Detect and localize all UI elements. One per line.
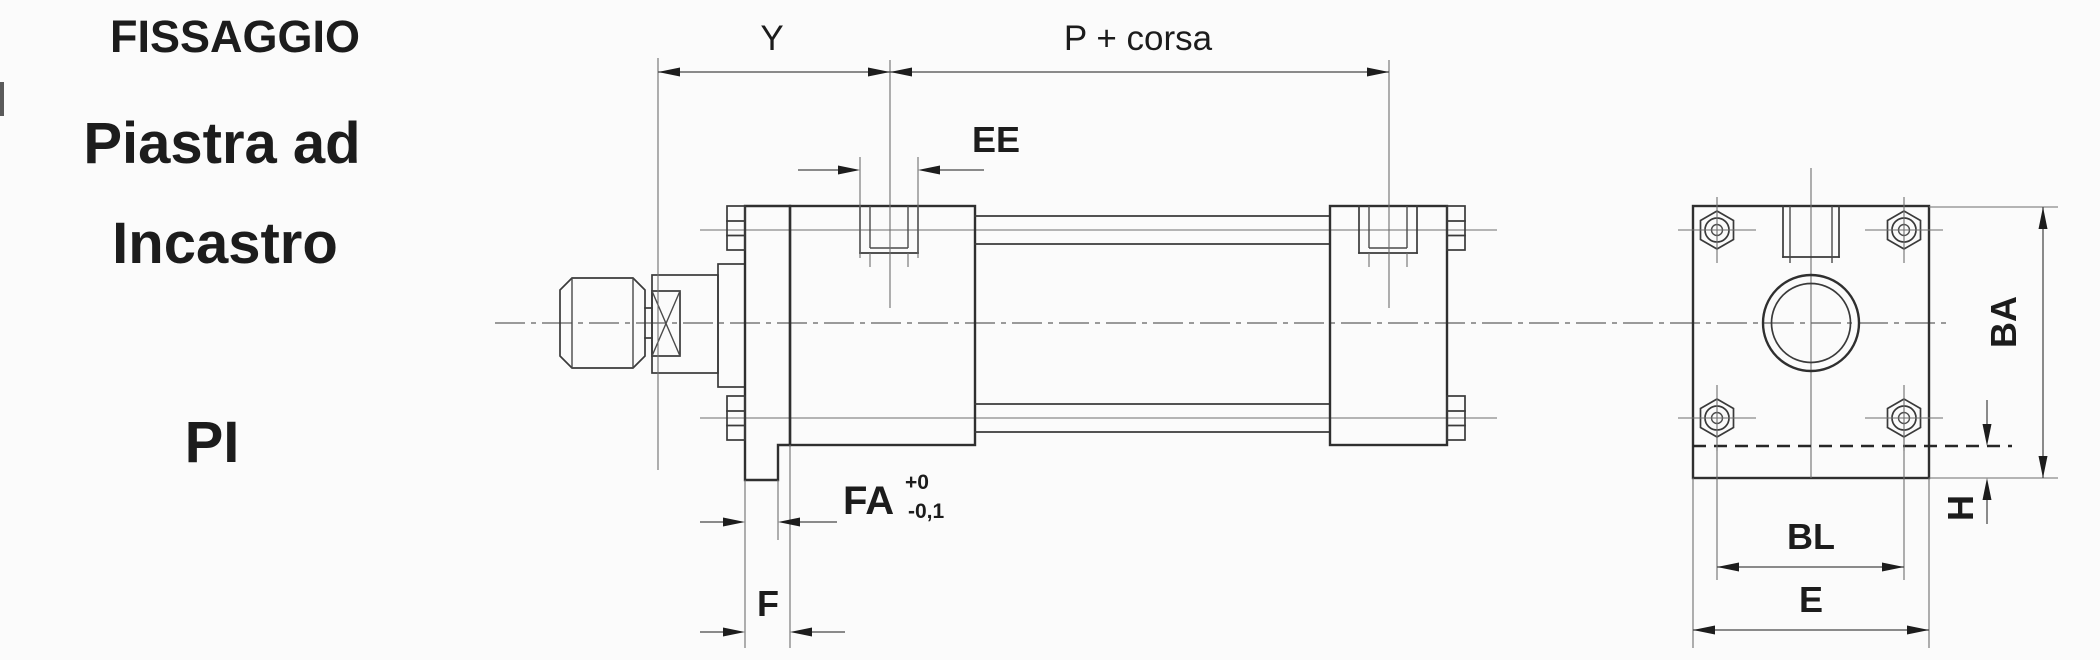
tie-rod-nut-rear-top [1446, 205, 1466, 251]
dim-label-p-corsa: P + corsa [1064, 19, 1213, 58]
front-collar [717, 263, 746, 388]
scan-artifact [0, 82, 4, 116]
title-code-pi: PI [185, 410, 240, 475]
rear-port [1358, 205, 1418, 268]
dim-label-f: F [757, 583, 779, 624]
dim-label-y: Y [760, 19, 783, 58]
dim-ee: EE [798, 119, 1020, 258]
title-fissaggio: FISSAGGIO [110, 11, 360, 62]
wrench-flats-box [651, 290, 681, 357]
cylinder-barrel [974, 215, 1331, 433]
dim-f: F [700, 583, 845, 637]
dim-y-p-corsa: Y P + corsa [658, 19, 1389, 77]
dim-label-bl: BL [1787, 516, 1835, 557]
title-piastra-ad: Piastra ad [83, 111, 360, 176]
end-view-port [1782, 205, 1840, 263]
dim-label-e: E [1799, 579, 1823, 620]
front-port [859, 205, 919, 268]
rod-boss [651, 274, 719, 374]
side-view [559, 204, 1466, 482]
dim-label-fa: FA [843, 479, 894, 523]
title-incastro: Incastro [112, 211, 338, 276]
dimensions-side-view: Y P + corsa EE FA +0 -0,1 [657, 19, 1390, 648]
end-view [1677, 168, 2012, 480]
dim-ba: BA [1929, 206, 2058, 479]
centerlines [495, 229, 1950, 419]
title-block: FISSAGGIO Piastra ad Incastro PI [0, 11, 361, 475]
mounting-plate-side [743, 204, 792, 482]
dim-label-h: H [1940, 495, 1981, 521]
dim-label-fa-tol-lower: -0,1 [908, 500, 945, 523]
tie-rod-nut-front-top [726, 205, 746, 251]
dim-h: H [1940, 400, 1992, 524]
rod-thread-end [559, 277, 653, 369]
dim-fa: FA +0 -0,1 [700, 445, 945, 648]
dim-label-ba: BA [1983, 296, 2024, 348]
dim-e: E [1692, 478, 1930, 648]
dimensions-end-view: BA H BL E [1692, 206, 2058, 648]
front-head [788, 204, 977, 447]
dim-label-fa-tol-upper: +0 [905, 471, 929, 494]
dim-bl: BL [1716, 430, 1905, 580]
dim-label-ee: EE [972, 119, 1020, 160]
rod-bore [1761, 273, 1861, 373]
